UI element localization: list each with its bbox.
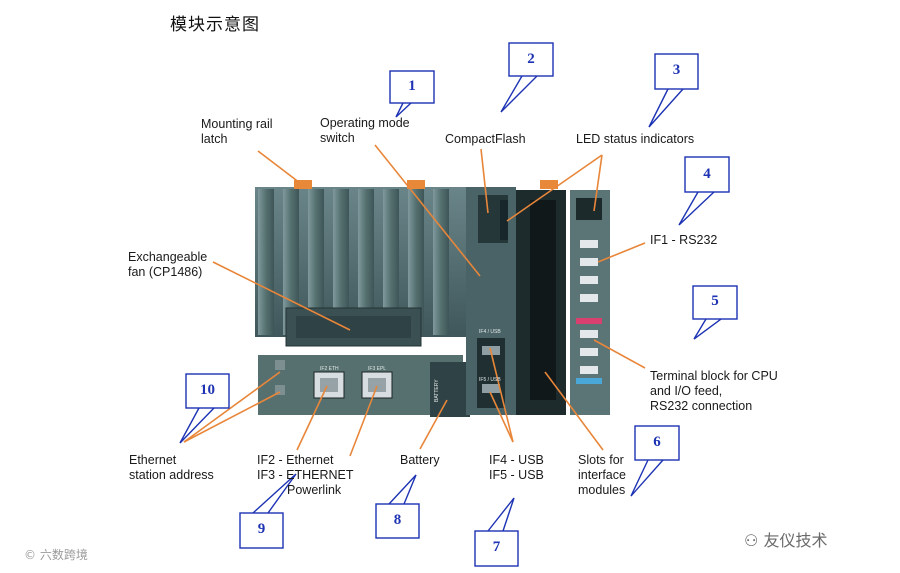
callout-6: 6 xyxy=(653,434,661,450)
battery-marking: BATTERY xyxy=(434,379,440,402)
callout-7: 7 xyxy=(492,539,501,555)
label-battery: Battery xyxy=(400,453,440,467)
label-compactflash: CompactFlash xyxy=(445,132,526,146)
if5-marking: IF5 / USB xyxy=(479,377,501,383)
callout-8: 8 xyxy=(393,512,402,528)
if3-marking: IF3 EPL xyxy=(368,366,386,372)
page-title: 模块示意图 xyxy=(170,15,260,35)
if2-marking: IF2 ETH xyxy=(320,366,339,372)
lower-panel xyxy=(258,355,463,415)
if4-marking: IF4 / USB xyxy=(479,329,501,335)
watermark-logo-icon: © xyxy=(24,548,36,562)
callout-10: 10 xyxy=(200,382,215,398)
label-if1: IF1 - RS232 xyxy=(650,233,718,247)
terminal-block xyxy=(570,190,610,415)
callout-4: 4 xyxy=(703,166,711,182)
callout-3: 3 xyxy=(672,62,681,78)
battery-compartment xyxy=(430,362,470,417)
heatsink-fins xyxy=(258,189,449,335)
callout-2: 2 xyxy=(527,51,535,67)
mounting-rail-latch xyxy=(294,180,312,189)
leader-lines xyxy=(183,144,646,457)
callout-9: 9 xyxy=(257,521,266,537)
cpu-module xyxy=(255,180,610,417)
callout-boxes xyxy=(179,42,738,567)
watermark-right: ⚇ 友仪技术 xyxy=(744,531,828,550)
label-led-status: LED status indicators xyxy=(576,132,695,146)
wechat-icon: ⚇ xyxy=(744,531,759,550)
watermark-left: © 六数跨境 xyxy=(24,548,88,562)
callout-5: 5 xyxy=(711,293,719,309)
fan-grille xyxy=(296,316,411,338)
callout-1: 1 xyxy=(408,78,416,94)
